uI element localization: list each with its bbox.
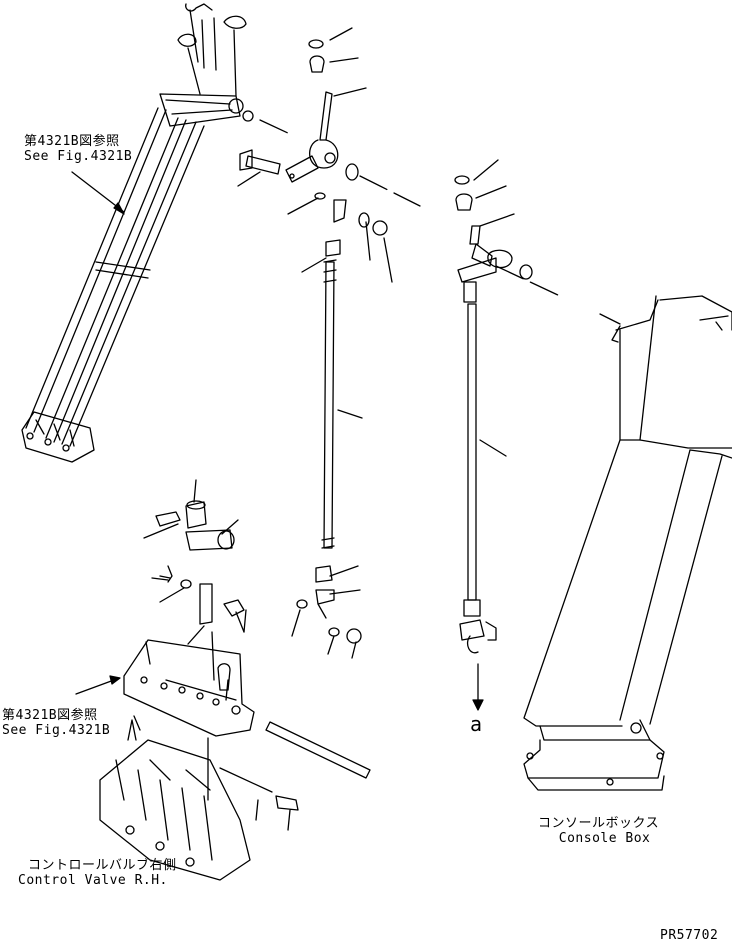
control-valve-label-jp: コントロールバルブ右側: [28, 858, 177, 873]
callout-letter: a: [470, 712, 483, 736]
reference-label-mid: 第4321B図参照 See Fig.4321B: [2, 708, 110, 738]
lower-linkage-parts: [99, 479, 371, 881]
console-box-label: コンソールボックス Console Box: [538, 816, 659, 846]
drawing-number: PR57702: [660, 928, 719, 943]
leader-arrowhead: [113, 202, 125, 215]
console-box-label-en: Console Box: [558, 831, 651, 846]
console-box-drawing: [523, 295, 732, 791]
control-valve-label: コントロールバルブ右側 Control Valve R.H.: [18, 858, 177, 888]
console-box-label-jp: コンソールボックス: [538, 816, 660, 831]
reference-leader-mid: [75, 679, 115, 695]
reference-label-top-en: See Fig.4321B: [24, 149, 133, 164]
lever-linkage-assembly: [21, 3, 254, 463]
leader-arrowhead: [109, 675, 121, 685]
control-valve-label-en: Control Valve R.H.: [18, 873, 168, 888]
reference-label-top: 第4321B図参照 See Fig.4321B: [24, 134, 132, 164]
right-lever-parts: [454, 159, 533, 711]
reference-label-mid-en: See Fig.4321B: [2, 723, 111, 738]
left-lever-parts: [237, 27, 393, 549]
phantom-centerline: [259, 119, 621, 325]
reference-label-top-jp: 第4321B図参照: [24, 134, 120, 149]
reference-label-mid-jp: 第4321B図参照: [2, 708, 98, 723]
